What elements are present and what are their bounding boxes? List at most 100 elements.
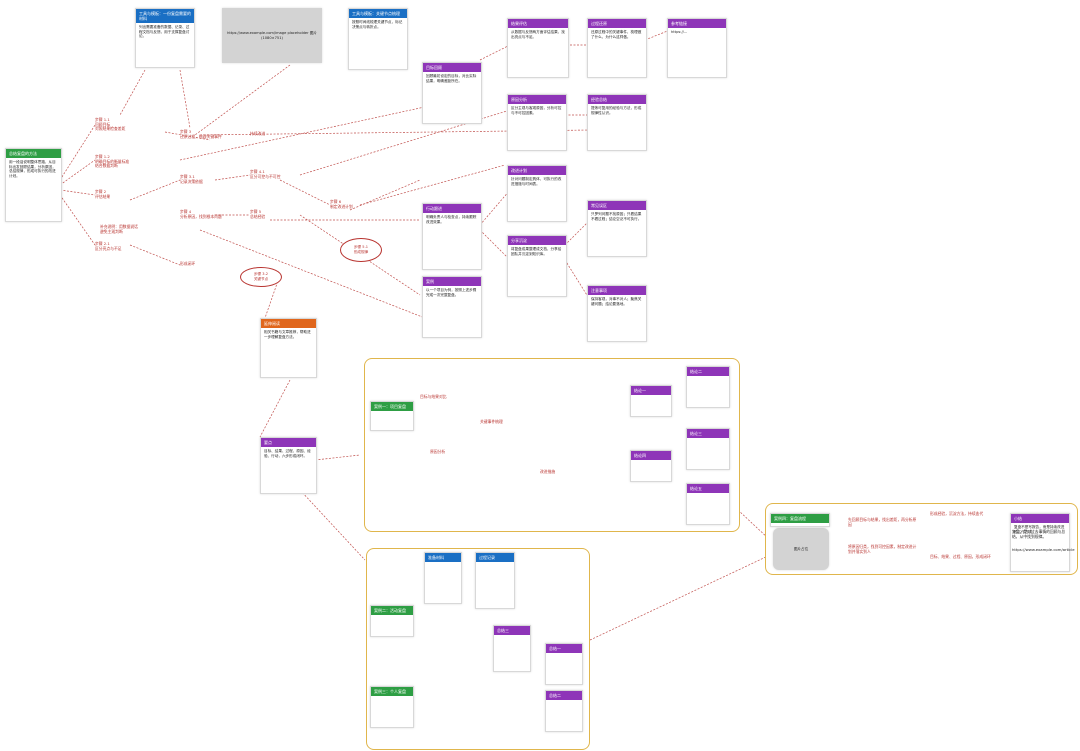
step-oval[interactable]: 步骤 5.1 形成规律 xyxy=(340,238,382,262)
sub-topic-node[interactable]: 总结二 xyxy=(545,690,583,732)
step-annotation[interactable]: 步骤 4 分析原因，找到根本问题 xyxy=(180,209,222,219)
sub-topic-node[interactable]: 结论二 xyxy=(686,366,730,408)
sub-topic-node[interactable]: 总结三 xyxy=(493,625,531,672)
sub-topic-node[interactable]: 结论三 xyxy=(686,428,730,470)
topic-title: 过程还原 xyxy=(588,19,646,28)
step-annotation[interactable]: 步骤 5 总结经验 xyxy=(250,209,266,219)
connector-arrow xyxy=(129,179,181,201)
sub-topic-node[interactable]: 结论一 xyxy=(630,385,672,417)
step-annotation[interactable]: 步骤 6 制定改进计划 xyxy=(330,199,353,209)
summary-text[interactable]: https://www.example.com/article xyxy=(1012,547,1075,552)
sub-topic-body xyxy=(371,411,413,415)
topic-body: 列出需要准备的数据、记录、过程文档与反馈，用于支撑复盘讨论。 xyxy=(139,25,190,39)
topic-title: 要点 xyxy=(261,438,316,447)
sub-topic-body xyxy=(371,615,413,619)
step-annotation[interactable]: 持续改进 xyxy=(250,131,266,136)
connector-arrow xyxy=(259,379,291,438)
topic-title: 原因分析 xyxy=(508,95,566,104)
topic-title: 参考链接 xyxy=(668,19,726,28)
connector-arrow xyxy=(59,194,96,246)
topic-node[interactable]: 结果评估从数据与反馈两方面评估结果，找出亮点与不足。 xyxy=(507,18,569,78)
sub-topic-node[interactable]: 准备材料 xyxy=(424,552,462,604)
topic-node[interactable]: 原因分析区分主观与客观原因，分析可控与不可控因素。 xyxy=(507,94,567,151)
topic-title: 改进计划 xyxy=(508,166,566,175)
step-oval[interactable]: 步骤 3.2 关键节点 xyxy=(240,267,282,287)
connector-arrow xyxy=(479,44,511,61)
sub-topic-title: 案例四：复盘流程 xyxy=(771,514,829,523)
topic-body: 只罗列问题不找原因；只看结果不看过程；结论空泛不可执行。 xyxy=(591,212,642,221)
topic-node[interactable]: 总结复盘的方法用一段话说明整体思路，从目标出发回顾结果，分析原因，总结规律，形成… xyxy=(5,148,62,222)
topic-node[interactable]: 过程还原还原过程中的关键事件，梳理做了什么、为什么这样做。 xyxy=(587,18,647,78)
topic-body: 从数据与反馈两方面评估结果，找出亮点与不足。 xyxy=(511,30,565,39)
sub-topic-body xyxy=(546,653,582,657)
topic-node[interactable]: 改进计划针对问题制定具体、可执行的改进措施与时间表。 xyxy=(507,165,567,222)
sub-topic-node[interactable]: 案例二：活动复盘 xyxy=(370,605,414,637)
step-annotation[interactable]: 补充说明：用数据说话 避免主观判断 xyxy=(100,224,138,234)
sub-topic-node[interactable]: 过程记录 xyxy=(475,552,515,609)
sub-topic-title: 案例一：项目复盘 xyxy=(371,402,413,411)
image-placeholder: 图片占位 xyxy=(773,528,829,570)
sub-topic-body xyxy=(425,562,461,566)
topic-node[interactable]: 行动跟进明确负责人与检查点，持续跟踪改进效果。 xyxy=(422,203,482,270)
connector-arrow xyxy=(314,454,361,461)
sub-topic-body xyxy=(687,376,729,380)
connector-arrow xyxy=(299,214,421,296)
step-annotation[interactable]: 步骤 4.1 区分可控与不可控 xyxy=(250,169,281,179)
sub-topic-node[interactable]: 案例四：复盘流程 xyxy=(770,513,830,527)
topic-body: 按照时间线梳理关键节点，标记决策点与转折点。 xyxy=(352,20,403,29)
topic-title: 分享沉淀 xyxy=(508,236,566,245)
topic-node[interactable]: 经验总结提炼可复用的经验与方法，形成规律性认识。 xyxy=(587,94,647,151)
connector-arrow xyxy=(359,164,506,206)
sub-topic-node[interactable]: 案例三：个人复盘 xyxy=(370,686,414,728)
topic-body: 以一个项目为例，按照上述步骤完成一次完整复盘。 xyxy=(426,288,477,297)
topic-body: 提炼可复用的经验与方法，形成规律性认识。 xyxy=(591,106,642,115)
topic-title: 行动跟进 xyxy=(423,204,481,213)
sub-topic-node[interactable]: 总结一 xyxy=(545,643,583,685)
sub-topic-body xyxy=(771,523,829,526)
annotation-text: 先回顾目标与结果，找出差距，再分析原因 xyxy=(848,517,917,527)
step-annotation[interactable]: 步骤 3 还原过程，梳理关键事件 xyxy=(180,129,222,139)
sub-topic-title: 总结一 xyxy=(546,644,582,653)
topic-body: 还原过程中的关键事件，梳理做了什么、为什么这样做。 xyxy=(591,30,642,39)
topic-node[interactable]: 常见误区只罗列问题不找原因；只看结果不看过程；结论空泛不可执行。 xyxy=(587,200,647,257)
sub-topic-node[interactable]: 结论四 xyxy=(630,450,672,482)
step-annotation[interactable]: 形成闭环 xyxy=(180,261,196,266)
connector-arrow xyxy=(564,259,591,301)
topic-title: 注意事项 xyxy=(588,286,646,295)
topic-node[interactable]: 分享沉淀将复盘成果整理成文档，分享给团队并沉淀到知识库。 xyxy=(507,235,567,297)
connector-arrow xyxy=(479,229,511,261)
topic-node[interactable]: 案例以一个项目为例，按照上述步骤完成一次完整复盘。 xyxy=(422,276,482,338)
sub-topic-node[interactable]: 案例一：项目复盘 xyxy=(370,401,414,431)
sub-topic-body xyxy=(687,493,729,497)
step-annotation[interactable]: 步骤 3.1 记录决策依据 xyxy=(180,174,203,184)
topic-node[interactable]: 要点目标、结果、过程、原因、经验、行动，六步形成闭环。 xyxy=(260,437,317,494)
topic-title: 目标回顾 xyxy=(423,63,481,72)
topic-node[interactable]: 工具与模板：一份复盘需要的材料列出需要准备的数据、记录、过程文档与反馈，用于支撑… xyxy=(135,8,195,68)
sub-topic-title: 准备材料 xyxy=(425,553,461,562)
topic-node[interactable]: 小结复盘不是写报告，而是持续改进的工作方式。 xyxy=(1010,513,1070,572)
topic-node[interactable]: 延伸阅读相关书籍与文章推荐，帮助进一步理解复盘方法。 xyxy=(260,318,317,378)
topic-title: 工具与模板：关键节点梳理 xyxy=(349,9,407,18)
step-annotation[interactable]: 步骤 1.1 回顾目标 对照结果检查差距 xyxy=(95,117,126,132)
topic-title: 经验总结 xyxy=(588,95,646,104)
topic-body: 用一段话说明整体思路，从目标出发回顾结果，分析原因，总结规律，形成可执行的改进计… xyxy=(9,160,56,178)
topic-body: 保持客观，对事不对人；聚焦关键问题；结论要落地。 xyxy=(591,297,642,306)
sub-topic-body xyxy=(494,635,530,639)
step-annotation[interactable]: 步骤 2.1 区分亮点与不足 xyxy=(95,241,122,251)
step-annotation[interactable]: 步骤 2 评估结果 xyxy=(95,189,111,199)
sub-topic-body xyxy=(546,700,582,704)
sub-topic-title: 案例三：个人复盘 xyxy=(371,687,413,696)
topic-node[interactable]: 工具与模板：关键节点梳理按照时间线梳理关键节点，标记决策点与转折点。 xyxy=(348,8,408,70)
topic-node[interactable]: 注意事项保持客观，对事不对人；聚焦关键问题；结论要落地。 xyxy=(587,285,647,342)
step-annotation[interactable]: 步骤 1.2 明确目标的衡量标准 结合数据判断 xyxy=(95,154,130,169)
annotation-text: 形成经验，沉淀方法，持续迭代 xyxy=(930,511,984,516)
image-placeholder: https://www.example.com/image placeholde… xyxy=(222,8,322,63)
topic-body: 针对问题制定具体、可执行的改进措施与时间表。 xyxy=(511,177,562,186)
annotation-text: 改进措施 xyxy=(540,469,556,474)
connector-arrow xyxy=(59,189,96,196)
sub-topic-node[interactable]: 结论五 xyxy=(686,483,730,525)
topic-title: 案例 xyxy=(423,277,481,286)
annotation-text: 目标与结果对比 xyxy=(420,394,447,399)
topic-node[interactable]: 目标回顾回顾最初设定的目标，对比实际结果，明确差距所在。 xyxy=(422,62,482,124)
